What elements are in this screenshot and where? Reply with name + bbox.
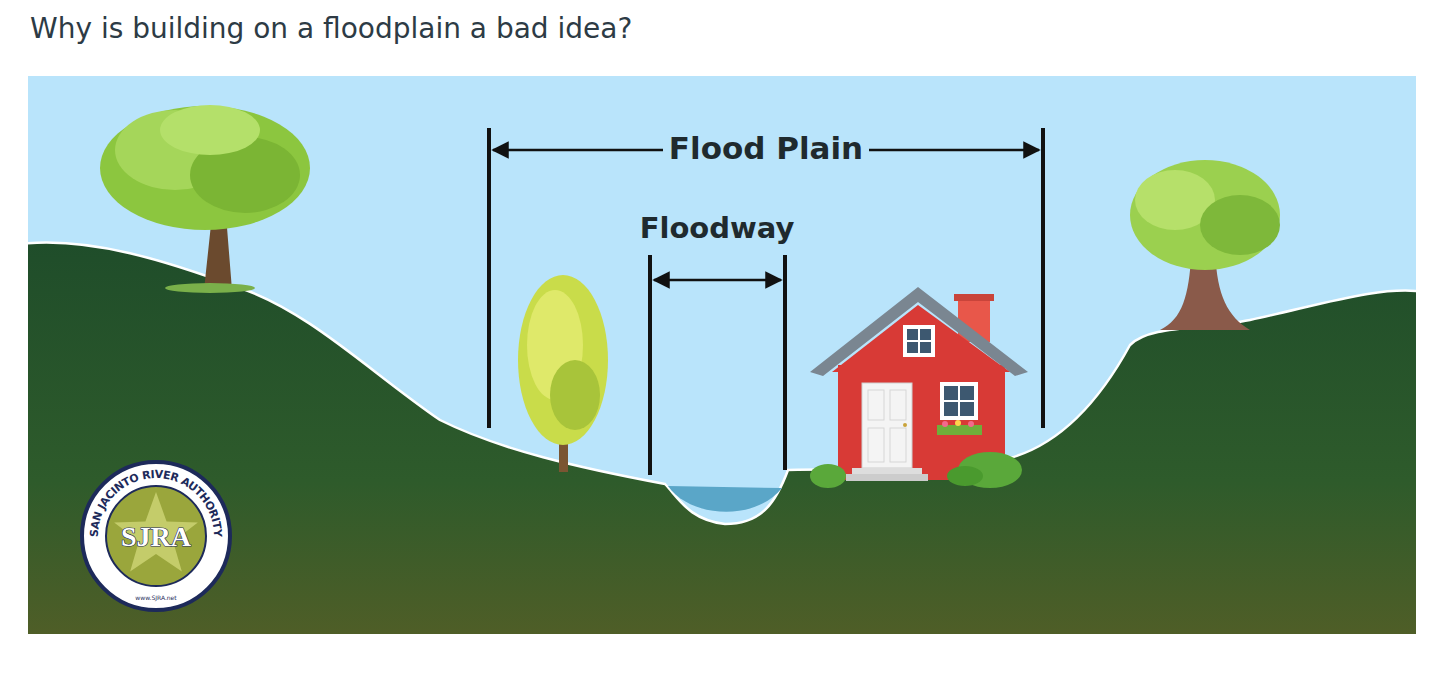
floodway-label: Floodway: [634, 212, 801, 245]
floodplain-tree: [518, 275, 608, 472]
river-water: [668, 486, 782, 512]
right-tree: [1130, 160, 1280, 330]
authority-seal: SAN JACINTO RIVER AUTHORITYSJRAwww.SJRA.…: [80, 460, 232, 612]
left-tree: [100, 105, 310, 293]
extent-arrows: [493, 150, 1039, 280]
seal-shape: SAN JACINTO RIVER AUTHORITYSJRAwww.SJRA.…: [80, 460, 232, 612]
extent-brackets: [489, 128, 1043, 475]
seal-initials: SJRA: [121, 521, 192, 552]
page-title: Why is building on a floodplain a bad id…: [30, 12, 632, 45]
seal-website: www.SJRA.net: [135, 594, 177, 602]
house: [810, 287, 1028, 488]
floodplain-label: Flood Plain: [663, 131, 869, 167]
